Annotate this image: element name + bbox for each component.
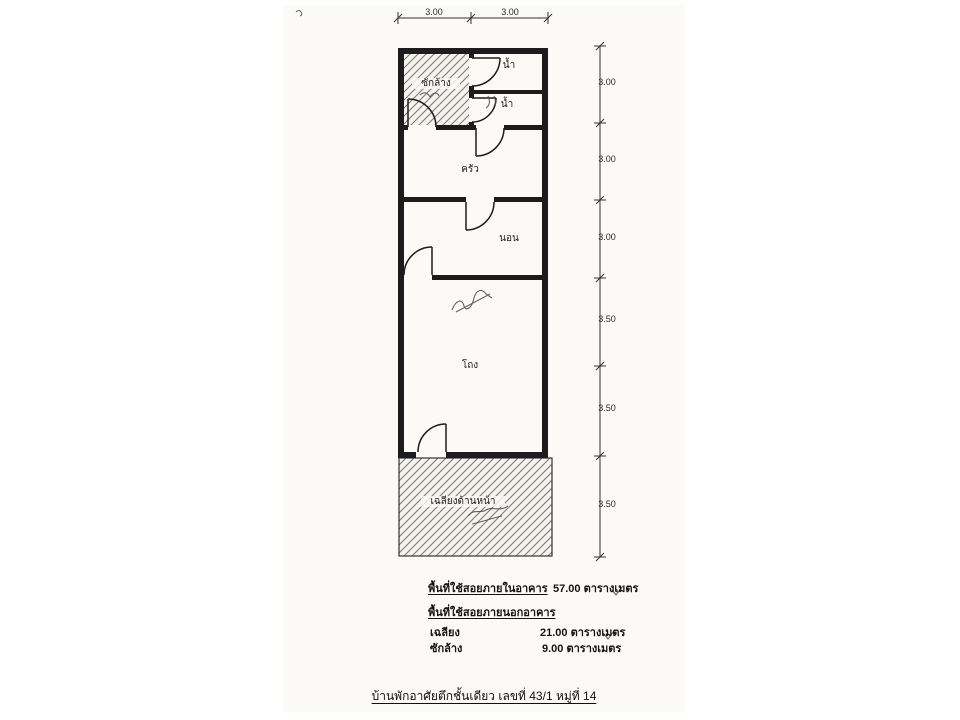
handwritten-annotations [295, 9, 624, 640]
drawing-caption-text: บ้านพักอาศัยตึกชั้นเดียว เลขที่ 43/1 หมู… [371, 689, 597, 703]
summary-exterior-heading: พื้นที่ใช้สอยภายนอกอาคาร [428, 607, 556, 619]
room-label-porch: เฉลียงด้านหน้า [421, 496, 505, 507]
dimension-line-top [393, 12, 553, 24]
summary-interior-value: 57.00 ตารางเมตร [553, 583, 639, 595]
paper-background [283, 6, 685, 712]
summary-interior-label: พื้นที่ใช้สอยภายในอาคาร [428, 583, 548, 595]
room-label-hall: โถง [461, 360, 479, 371]
room-label-laundry: ซักล้าง [412, 78, 460, 89]
drawing-caption: บ้านพักอาศัยตึกชั้นเดียว เลขที่ 43/1 หมู… [283, 687, 685, 706]
dim-right-6: 3.50 [598, 499, 616, 509]
dim-top-1: 3.00 [425, 7, 443, 17]
room-label-bedroom: นอน [499, 233, 519, 244]
summary-porch-value: 21.00 ตารางเมตร [540, 627, 626, 639]
dim-right-3: 3.00 [598, 232, 616, 242]
dim-right-1: 3.00 [598, 77, 616, 87]
porch-hatched-area [398, 457, 553, 557]
summary-laundry-value: 9.00 ตารางเมตร [542, 643, 622, 655]
dim-right-2: 3.00 [598, 154, 616, 164]
summary-porch-label: เฉลียง [430, 627, 460, 639]
summary-laundry-label: ซักล้าง [430, 643, 463, 655]
room-label-bath-bottom: น้ำ [500, 99, 514, 110]
door-swings [403, 57, 505, 453]
dim-right-5: 3.50 [598, 403, 616, 413]
dim-right-4: 3.50 [598, 314, 616, 324]
room-label-bath-top: น้ำ [502, 60, 516, 71]
dim-top-2: 3.00 [501, 7, 519, 17]
interior-walls [398, 48, 548, 280]
room-label-kitchen: ครัว [461, 164, 479, 175]
laundry-hatched-area [404, 54, 469, 125]
dimension-line-right [594, 41, 606, 562]
